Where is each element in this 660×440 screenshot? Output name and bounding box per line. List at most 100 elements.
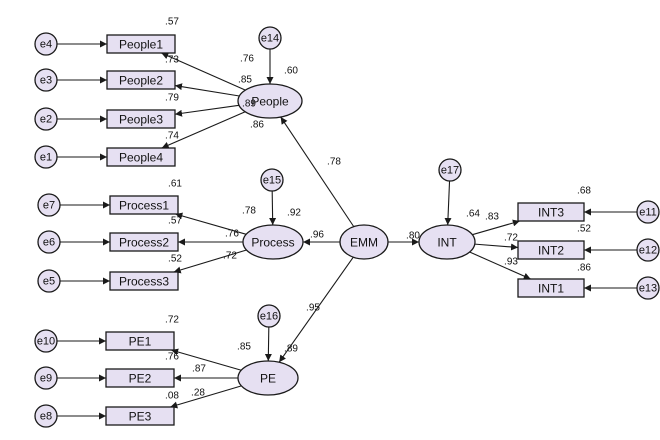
loading-arrow-people4 bbox=[161, 111, 246, 149]
error-term-e14: e14 bbox=[258, 26, 282, 50]
error-label: e1 bbox=[40, 152, 52, 164]
path-arrow-pe bbox=[278, 256, 354, 363]
error-term-e11: e11 bbox=[636, 200, 660, 224]
error-term-e16: e16 bbox=[257, 304, 281, 328]
loading-value-process3: .72 bbox=[223, 251, 237, 262]
r2-label-int3: .68 bbox=[577, 186, 591, 197]
latent-label: EMM bbox=[350, 236, 378, 250]
error-circle bbox=[438, 158, 462, 182]
r2-label-process: .92 bbox=[287, 208, 301, 219]
error-term-e8: e8 bbox=[34, 404, 58, 428]
loading-arrow-people2 bbox=[174, 83, 240, 97]
loading-arrow-int2 bbox=[474, 243, 519, 251]
indicator-box bbox=[517, 278, 585, 298]
loading-arrow-people1 bbox=[161, 52, 246, 91]
indicator-label: Process1 bbox=[119, 199, 169, 213]
error-term-e17: e17 bbox=[438, 158, 462, 182]
indicator-label: People2 bbox=[119, 74, 163, 88]
loading-value-pe1: .85 bbox=[237, 342, 251, 353]
r2-label-people1: .57 bbox=[165, 17, 179, 28]
loading-arrow-pe3 bbox=[170, 385, 242, 409]
error-circle bbox=[260, 168, 284, 192]
error-circle bbox=[34, 32, 58, 56]
latent-ellipse bbox=[418, 224, 476, 260]
indicator-process1: Process1 bbox=[109, 195, 179, 215]
latent-label: Process bbox=[251, 236, 294, 250]
indicator-pe3: PE3 bbox=[105, 406, 175, 426]
error-label: e16 bbox=[260, 311, 278, 323]
error-arrow-e16 bbox=[264, 326, 272, 362]
indicator-box bbox=[109, 271, 179, 291]
latent-people: People bbox=[237, 83, 303, 119]
indicator-box bbox=[517, 202, 585, 222]
indicator-label: INT1 bbox=[538, 282, 564, 296]
loading-value-pe2: .87 bbox=[192, 364, 206, 375]
error-term-e10: e10 bbox=[34, 329, 58, 353]
indicator-box bbox=[105, 368, 175, 388]
latent-ellipse bbox=[237, 83, 303, 119]
error-circle bbox=[636, 200, 660, 224]
indicator-people2: People2 bbox=[106, 70, 176, 90]
path-value-people: .78 bbox=[327, 157, 341, 168]
path-value-pe: .95 bbox=[306, 303, 320, 314]
loading-value-people2: .85 bbox=[238, 75, 252, 86]
r2-label-int1: .86 bbox=[577, 263, 591, 274]
loading-value-people4: .86 bbox=[250, 120, 264, 131]
error-label: e13 bbox=[639, 283, 657, 295]
indicator-box bbox=[105, 331, 175, 351]
error-label: e4 bbox=[40, 39, 52, 51]
error-term-e3: e3 bbox=[34, 68, 58, 92]
error-label: e11 bbox=[639, 207, 657, 219]
indicator-label: INT3 bbox=[538, 206, 564, 220]
error-term-e13: e13 bbox=[636, 276, 660, 300]
path-value-process: .96 bbox=[310, 230, 324, 241]
latent-ellipse bbox=[242, 224, 304, 260]
indicator-people1: People1 bbox=[106, 34, 176, 54]
loading-value-pe3: .28 bbox=[191, 388, 205, 399]
edges-layer bbox=[57, 40, 637, 420]
indicator-process3: Process3 bbox=[109, 271, 179, 291]
indicator-people4: People4 bbox=[106, 147, 176, 167]
path-value-int: .80 bbox=[406, 231, 420, 242]
indicator-label: PE3 bbox=[129, 410, 152, 424]
latent-ellipse bbox=[339, 224, 389, 260]
latent-int: INT bbox=[418, 224, 476, 260]
loading-value-int1: .93 bbox=[504, 257, 518, 268]
indicator-label: Process2 bbox=[119, 236, 169, 250]
r2-label-pe: .89 bbox=[284, 344, 298, 355]
error-circle bbox=[258, 26, 282, 50]
loading-value-process1: .78 bbox=[242, 206, 256, 217]
r2-label-process1: .61 bbox=[168, 179, 182, 190]
error-term-e15: e15 bbox=[260, 168, 284, 192]
error-circle bbox=[37, 230, 61, 254]
indicator-pe1: PE1 bbox=[105, 331, 175, 351]
path-arrow-people bbox=[280, 116, 355, 227]
latent-emm: EMM bbox=[339, 224, 389, 260]
error-term-e4: e4 bbox=[34, 32, 58, 56]
indicator-box bbox=[106, 147, 176, 167]
indicator-label: People3 bbox=[119, 113, 163, 127]
loading-value-int2: .72 bbox=[504, 233, 518, 244]
r2-label-process3: .52 bbox=[168, 254, 182, 265]
indicator-box bbox=[106, 34, 176, 54]
r2-label-people4: .74 bbox=[165, 131, 179, 142]
error-circle bbox=[636, 238, 660, 262]
r2-label-people3: .79 bbox=[165, 93, 179, 104]
latent-label: INT bbox=[437, 236, 457, 250]
error-term-e6: e6 bbox=[37, 230, 61, 254]
error-label: e12 bbox=[639, 245, 657, 257]
r2-label-pe3: .08 bbox=[165, 391, 179, 402]
error-circle bbox=[37, 193, 61, 217]
latent-process: Process bbox=[242, 224, 304, 260]
indicator-label: PE2 bbox=[129, 372, 152, 386]
loading-arrow-people3 bbox=[174, 104, 240, 117]
error-label: e9 bbox=[40, 373, 52, 385]
indicator-box bbox=[517, 240, 585, 260]
error-circle bbox=[34, 107, 58, 131]
error-label: e6 bbox=[43, 237, 55, 249]
indicator-int1: INT1 bbox=[517, 278, 585, 298]
loading-arrow-process1 bbox=[175, 212, 247, 235]
r2-label-process2: .57 bbox=[168, 216, 182, 227]
indicator-box bbox=[109, 195, 179, 215]
